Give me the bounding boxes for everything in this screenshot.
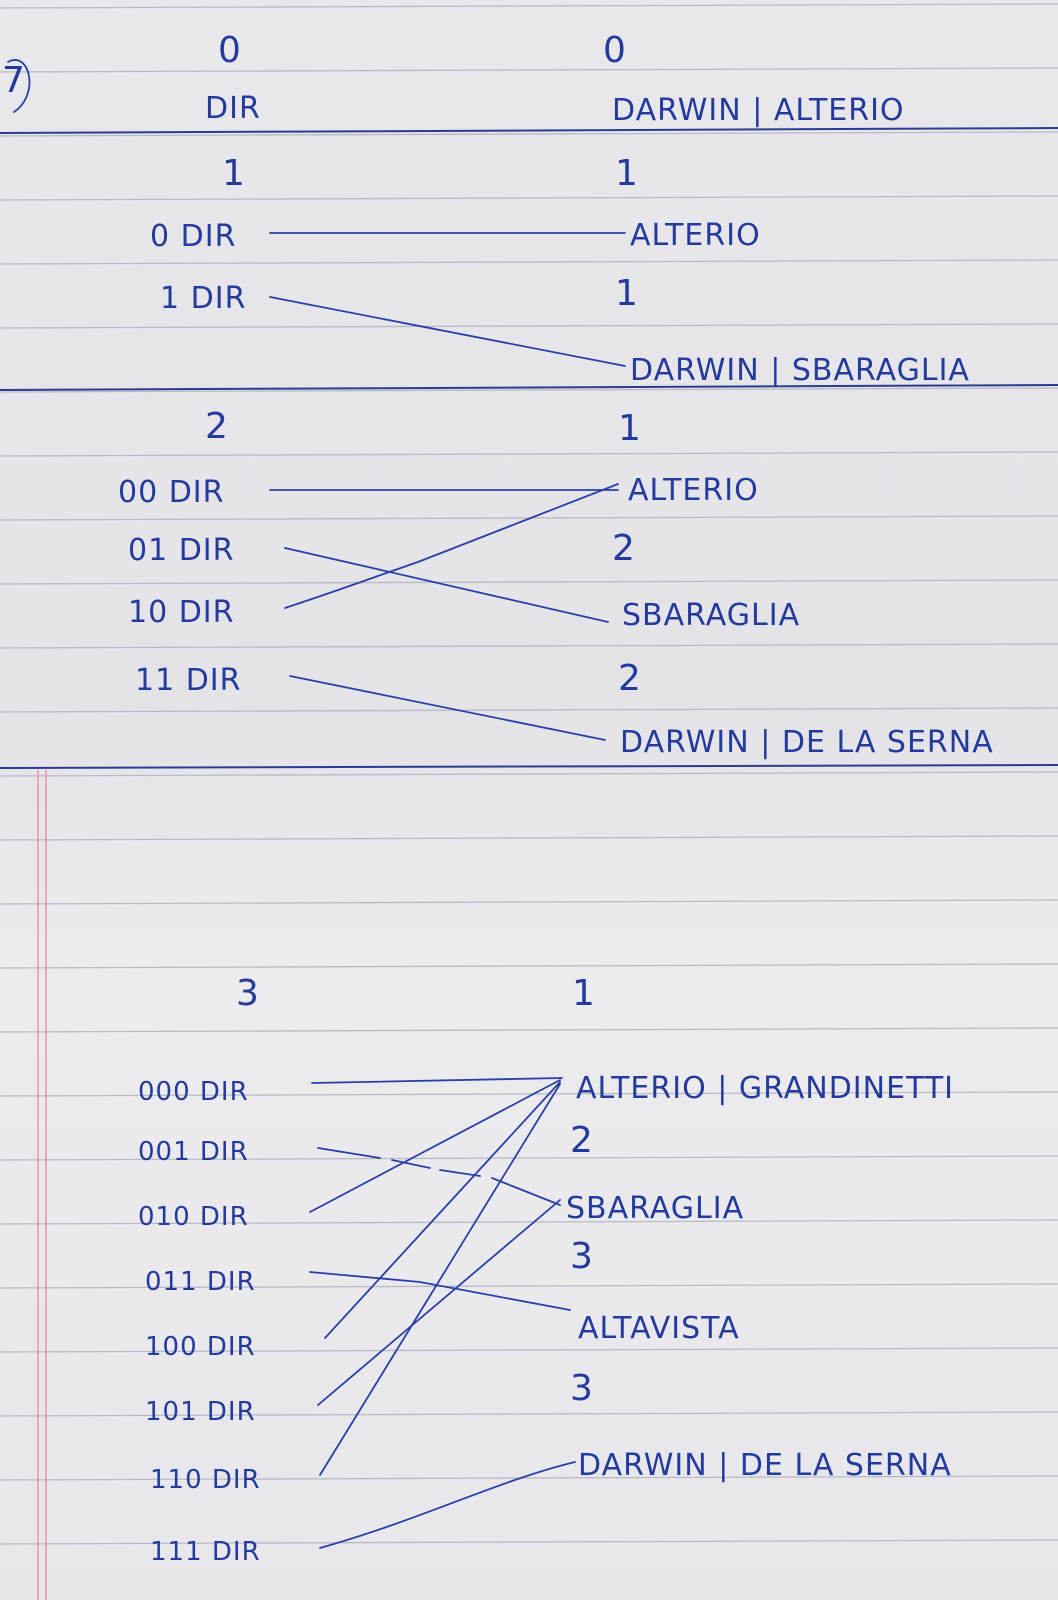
pointer-line [317,1199,561,1406]
ruled-line [0,451,1058,457]
directory-entry: 110 DIR [150,1465,261,1495]
exercise-number: 7 [2,60,26,101]
directory-entry: 10 DIR [128,595,235,630]
directory-entry: 11 DIR [135,663,242,698]
global-depth: 2 [205,406,229,447]
global-depth: 0 [218,30,242,71]
pointer-line [269,296,626,367]
ruled-line [0,1219,1058,1225]
local-depth: 1 [615,273,639,314]
directory-entry: 00 DIR [118,475,225,510]
ruled-line [0,899,1058,905]
local-depth: 1 [618,408,642,449]
bucket-keys: ALTERIO [630,218,761,253]
pointer-line [309,1079,561,1213]
directory-entry: 001 DIR [138,1137,249,1167]
ruled-line [0,1027,1058,1033]
global-depth: 1 [222,153,246,194]
ruled-line [0,387,1058,393]
local-depth: 2 [612,528,636,569]
step-separator [0,764,1058,769]
ruled-line [0,259,1058,265]
directory-entry: 111 DIR [150,1537,261,1567]
local-depth: 2 [570,1120,594,1161]
ruled-line [0,579,1058,585]
ruled-line [0,323,1058,329]
pointer-line [309,1271,571,1311]
ruled-lines [0,3,1058,1545]
ruled-line [0,707,1058,713]
local-depth: 2 [618,658,642,699]
step-separator [0,384,1058,391]
directory-entry: 010 DIR [138,1202,249,1232]
local-depth: 3 [570,1368,594,1409]
directory-entry: 01 DIR [128,533,235,568]
step-3: 3 000 DIR 001 DIR 010 DIR 011 DIR 100 DI… [138,973,954,1567]
step-2: 2 00 DIR 01 DIR 10 DIR 11 DIR 1 ALTERIO … [118,406,994,760]
ruled-line [0,3,1058,9]
directory-entry: 101 DIR [145,1397,256,1427]
local-depth: 3 [570,1236,594,1277]
pointer-line [284,547,609,623]
ruled-line [0,1155,1058,1161]
bucket-keys: DARWIN | DE LA SERNA [620,725,994,760]
ruled-line [0,1411,1058,1417]
directory-entry: 000 DIR [138,1077,249,1107]
bucket-keys: SBARAGLIA [622,598,800,633]
ruled-line [0,1475,1058,1481]
pointer-line [319,1083,561,1476]
directory-entry: 100 DIR [145,1332,256,1362]
step-separator [0,127,1058,134]
bucket-keys: ALTAVISTA [578,1311,740,1346]
ruled-line [0,1539,1058,1545]
global-depth: 3 [236,973,260,1014]
ruled-line [0,835,1058,841]
bucket-keys: DARWIN | DE LA SERNA [578,1448,952,1483]
exercise-bracket [7,59,31,113]
pointer-line [284,483,619,609]
step-1: 1 0 DIR 1 DIR 1 ALTERIO 1 DARWIN | SBARA… [150,153,970,388]
bucket-keys: SBARAGLIA [566,1191,744,1226]
ruled-line [0,963,1058,969]
pointer-line [311,1077,563,1084]
ruled-line [0,1347,1058,1353]
local-depth: 1 [572,973,596,1014]
ruled-line [0,131,1058,137]
bucket-keys: ALTERIO | GRANDINETTI [576,1071,954,1106]
local-depth: 1 [615,153,639,194]
pointer-line [319,1461,576,1549]
ruled-line [0,771,1058,777]
directory-entry: DIR [205,91,261,126]
directory-entry: 0 DIR [150,219,236,254]
step-0: 0 DIR 0 DARWIN | ALTERIO [205,30,905,128]
pointer-line [317,1147,561,1206]
bucket-keys: ALTERIO [628,473,759,508]
pointer-line [324,1081,561,1339]
ruled-line [0,1091,1058,1097]
pointer-line [289,675,606,741]
ruled-line [0,1283,1058,1289]
bucket-keys: DARWIN | SBARAGLIA [630,353,970,388]
ruled-line [0,643,1058,649]
bucket-keys: DARWIN | ALTERIO [612,93,905,128]
ruled-line [0,67,1058,73]
local-depth: 0 [603,30,627,71]
ruled-line [0,195,1058,201]
directory-entry: 1 DIR [160,281,246,316]
directory-entry: 011 DIR [145,1267,256,1297]
